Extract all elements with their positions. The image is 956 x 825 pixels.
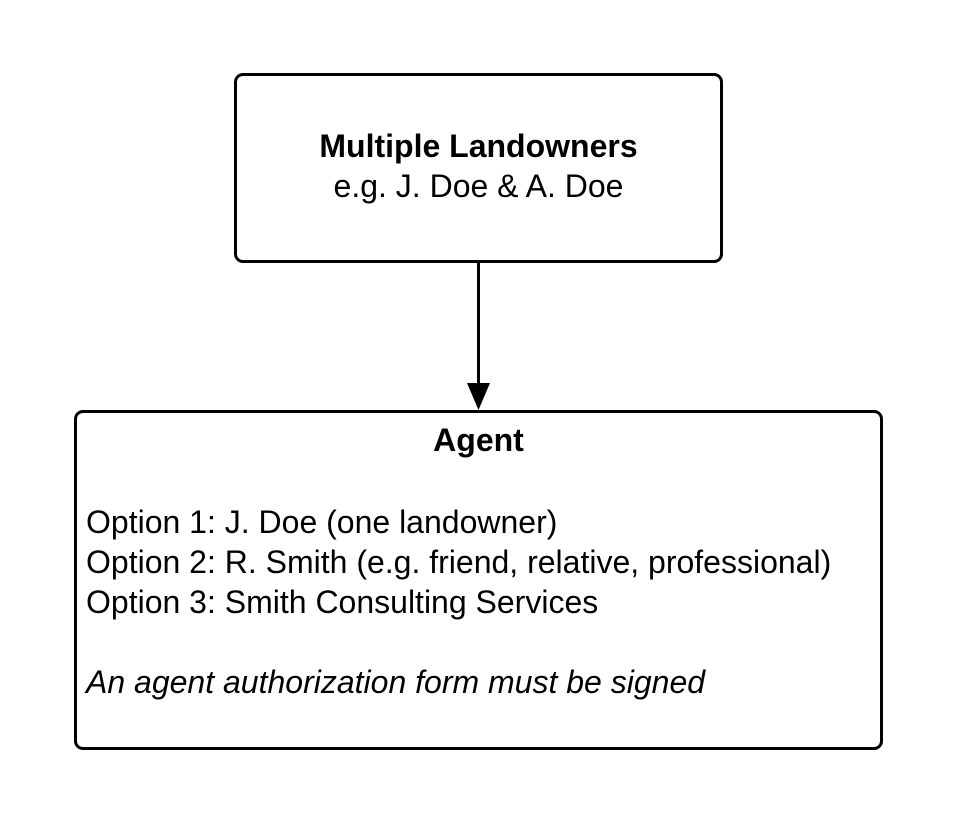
landowners-node: Multiple Landowners e.g. J. Doe & A. Doe — [234, 73, 723, 263]
agent-title: Agent — [433, 422, 524, 458]
agent-authorization-note: An agent authorization form must be sign… — [86, 664, 706, 700]
arrowhead-icon — [467, 383, 490, 410]
agent-option-2: Option 2: R. Smith (e.g. friend, relativ… — [86, 544, 832, 580]
agent-option-1: Option 1: J. Doe (one landowner) — [86, 504, 558, 540]
landowners-example: e.g. J. Doe & A. Doe — [333, 168, 624, 204]
agent-options-list: Option 1: J. Doe (one landowner) Option … — [86, 502, 831, 622]
agent-node: Agent Option 1: J. Doe (one landowner) O… — [74, 410, 883, 750]
agent-option-3: Option 3: Smith Consulting Services — [86, 584, 599, 620]
landowners-title: Multiple Landowners — [319, 128, 638, 164]
